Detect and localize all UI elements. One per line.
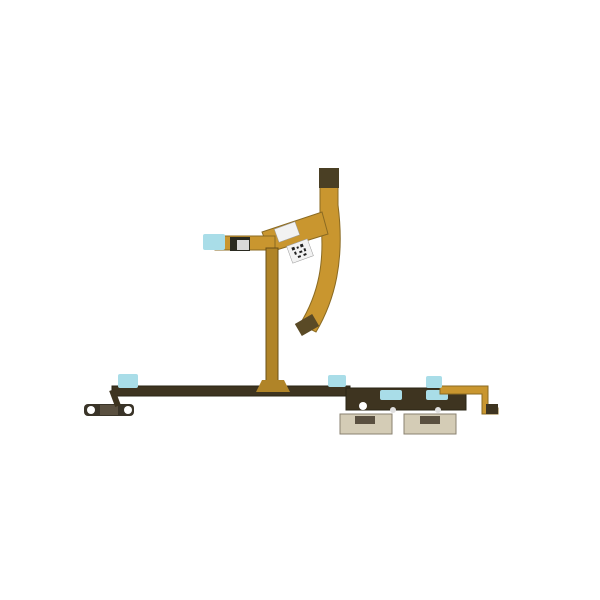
label-sticker-1 (273, 221, 301, 243)
tape-tab-mid (328, 375, 346, 387)
tape-tab-left-arm (203, 234, 225, 250)
right-end-pad (486, 404, 498, 414)
vertical-trunk (265, 247, 279, 391)
left-end-link (109, 388, 121, 408)
tape-tab-left-end (118, 374, 138, 388)
dome-switch-2 (420, 416, 440, 424)
board-hole-1 (359, 402, 367, 410)
board-hole-2 (390, 407, 396, 413)
board-hole-3 (435, 407, 441, 413)
tape-tab-button-1 (380, 390, 402, 400)
top-connector-pad (319, 168, 339, 188)
main-horizontal-ribbon (111, 385, 351, 397)
tape-tab-right-arm (426, 376, 442, 388)
upper-curved-ribbon (299, 169, 341, 333)
left-end-hole-2 (124, 406, 132, 414)
chip-label (237, 240, 249, 250)
qr-code (291, 243, 307, 259)
trunk-joint (256, 380, 290, 392)
dome-switch-1 (355, 416, 375, 424)
bottom-connector-pad (294, 313, 320, 337)
left-end-switch (100, 405, 118, 415)
left-end-hole (87, 406, 95, 414)
